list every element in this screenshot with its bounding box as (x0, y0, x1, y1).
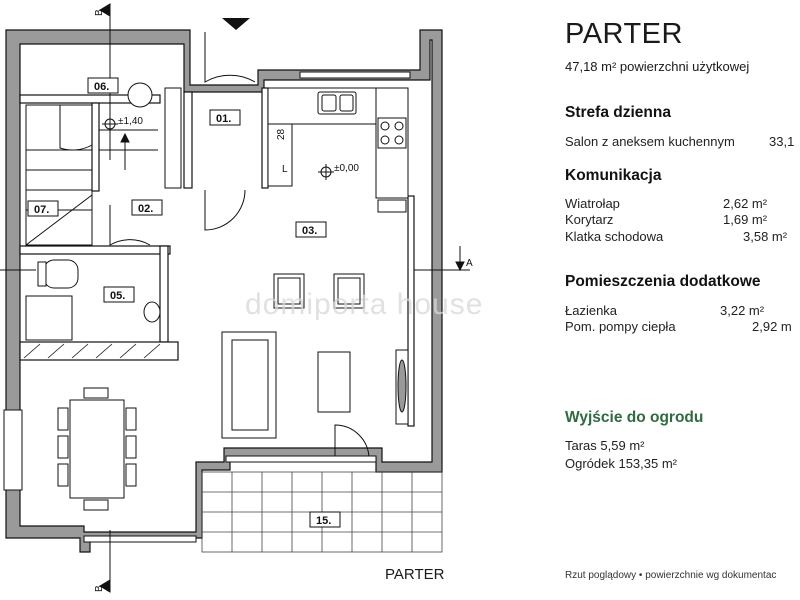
kitchen-counter (267, 87, 409, 213)
room-06: 06. (94, 81, 109, 93)
row-terrace: Taras 5,59 m² (565, 438, 800, 454)
entrance-arrow-icon (222, 18, 250, 30)
row-value: 2,62 m² (723, 196, 768, 211)
watermark: domiporta house (245, 288, 484, 321)
section-b-bottom: B (94, 585, 105, 592)
section-title-additional-rooms: Pomieszczenia dodatkowe (565, 273, 761, 290)
row-living-kitchen: Salon z aneksem kuchennym 33,1 (565, 134, 800, 150)
row-name: Ogródek 153,35 m² (565, 456, 678, 471)
section-title-communication: Komunikacja (565, 167, 662, 184)
row-name: Taras 5,59 m² (565, 438, 645, 453)
footer-note: Rzut poglądowy • powierzchnie wg dokumen… (565, 570, 777, 581)
room-05: 05. (110, 290, 125, 302)
terrace-grid (201, 471, 443, 553)
row-corridor: Korytarz 1,69 m² (565, 212, 800, 228)
row-name: Salon z aneksem kuchennym (565, 134, 735, 149)
row-name: Pom. pompy ciepła (565, 319, 676, 334)
floor-plan: ±1,40 ±0,00 B B A 28 L 06. 01. 02. 07. 0… (0, 3, 473, 593)
row-bathroom: Łazienka 3,22 m² (565, 303, 800, 319)
room-02: 02. (138, 203, 153, 215)
row-garden: Ogródek 153,35 m² (565, 456, 800, 472)
oven-label: L (282, 164, 288, 175)
room-15: 15. (316, 515, 331, 527)
row-name: Korytarz (565, 212, 614, 227)
row-staircase: Klatka schodowa 3,58 m² (565, 229, 800, 245)
interior-walls (19, 87, 415, 427)
dining-table (57, 387, 137, 511)
hatched-wall (23, 343, 161, 359)
row-value: 33,1 (769, 134, 795, 149)
bathroom-fixtures (25, 82, 161, 341)
windows (3, 71, 411, 543)
row-heat-pump-room: Pom. pompy ciepła 2,92 m (565, 319, 800, 335)
row-name: Klatka schodowa (565, 229, 664, 244)
fridge-label: 28 (276, 128, 287, 140)
row-value: 1,69 m² (723, 212, 768, 227)
section-b-top: B (94, 9, 105, 16)
room-07: 07. (34, 204, 49, 216)
section-title-garden-exit: Wyjście do ogrodu (565, 409, 704, 426)
plan-label: PARTER (385, 566, 445, 583)
door-swings (109, 32, 370, 459)
row-vestibule: Wiatrołap 2,62 m² (565, 196, 800, 212)
row-name: Wiatrołap (565, 196, 620, 211)
row-value: 3,22 m² (720, 303, 765, 318)
row-value: 3,58 m² (743, 229, 788, 244)
living-furniture (221, 273, 409, 439)
room-01: 01. (216, 113, 231, 125)
level-main: ±0,00 (334, 163, 359, 174)
row-value: 2,92 m (752, 319, 792, 334)
section-a: A (466, 258, 473, 269)
page-title: PARTER (565, 18, 683, 50)
usable-area: 47,18 m² powierzchni użytkowej (565, 59, 750, 74)
row-name: Łazienka (565, 303, 618, 318)
level-stair: ±1,40 (118, 116, 143, 127)
room-03: 03. (302, 225, 317, 237)
staircase (25, 104, 158, 246)
section-title-day-zone: Strefa dzienna (565, 104, 671, 121)
room-labels: 06. 01. 02. 07. 03. 05. 15. (27, 77, 341, 528)
